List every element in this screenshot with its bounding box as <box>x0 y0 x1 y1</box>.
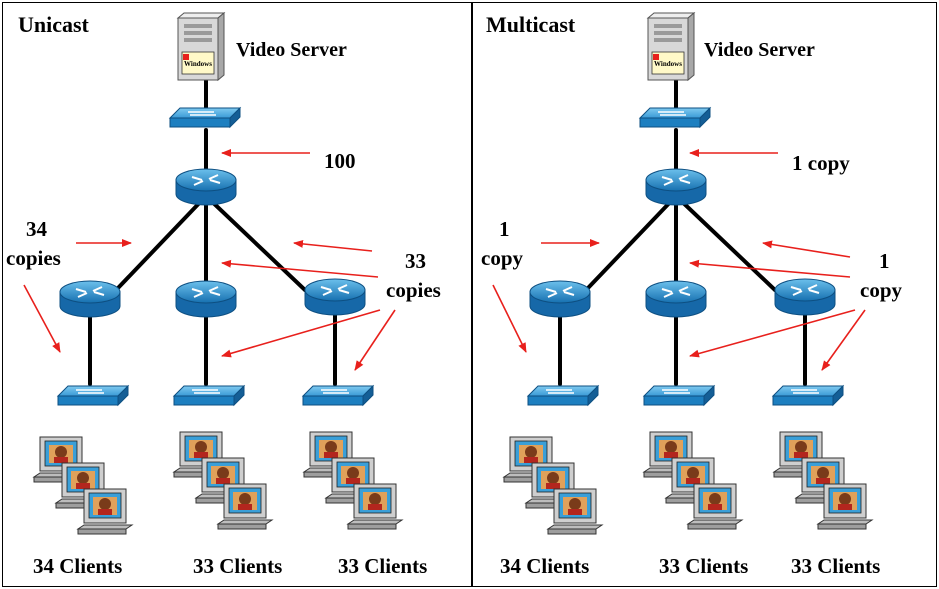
unicast-right-label-line2: copies <box>386 278 441 302</box>
unicast-title: Unicast <box>18 12 89 37</box>
unicast-mid-router-icon <box>175 280 237 318</box>
unicast-arrow-left-switch <box>23 284 61 353</box>
multicast-clients-label-2: 33 Clients <box>659 554 749 578</box>
unicast-clients-label-1: 34 Clients <box>33 554 123 578</box>
unicast-mid-switch-icon <box>172 384 246 407</box>
multicast-left-router-icon <box>529 280 591 318</box>
multicast-clients-right-pc-1 <box>772 431 830 478</box>
multicast-clients-left-pc-2 <box>524 462 582 509</box>
unicast-right-label-line1: 33 <box>405 249 426 273</box>
unicast-left-switch-icon <box>56 384 130 407</box>
multicast-arrow-mid-link <box>689 259 851 278</box>
multicast-arrow-left-switch <box>492 284 527 353</box>
unicast-core-router-icon <box>175 168 237 206</box>
unicast-clients-left-pc-3 <box>76 488 134 535</box>
multicast-left-switch-icon <box>526 384 600 407</box>
svg-text:Windows: Windows <box>184 60 212 68</box>
unicast-clients-right-pc-1 <box>302 431 360 478</box>
multicast-arrow-right-switch <box>821 309 866 371</box>
unicast-link-core-right <box>204 194 307 292</box>
multicast-right-router-icon <box>774 278 836 316</box>
multicast-core-router-icon <box>645 168 707 206</box>
multicast-server-icon: Windows <box>646 11 696 82</box>
multicast-arrow-mid-switch <box>689 309 856 358</box>
multicast-clients-label-3: 33 Clients <box>791 554 881 578</box>
multicast-left-label-line1: 1 <box>499 217 510 241</box>
multicast-mid-switch-icon <box>642 384 716 407</box>
multicast-left-label-line2: copy <box>481 246 523 270</box>
unicast-arrow-right-link <box>293 239 373 252</box>
unicast-server-icon: Windows <box>176 11 226 82</box>
multicast-mid-router-icon <box>645 280 707 318</box>
multicast-clients-mid-pc-3 <box>686 483 744 530</box>
unicast-panel <box>2 2 473 587</box>
unicast-left-router-icon <box>59 280 121 318</box>
unicast-right-router-icon <box>304 278 366 316</box>
unicast-clients-label-3: 33 Clients <box>338 554 428 578</box>
unicast-clients-right-pc-3 <box>346 483 404 530</box>
unicast-arrow-mid-link <box>221 259 379 278</box>
multicast-link-core-left <box>586 194 678 290</box>
unicast-link-core-left <box>116 194 208 290</box>
unicast-top-label: 100 <box>324 149 356 173</box>
multicast-server-label: Video Server <box>704 39 815 61</box>
svg-text:Windows: Windows <box>654 60 682 68</box>
unicast-clients-label-2: 33 Clients <box>193 554 283 578</box>
multicast-clients-left-pc-3 <box>546 488 604 535</box>
unicast-arrow-mid-switch <box>221 309 381 358</box>
multicast-panel <box>471 2 937 587</box>
unicast-server-label: Video Server <box>236 39 347 61</box>
multicast-arrow-right-link <box>762 240 851 258</box>
unicast-left-label-line1: 34 <box>26 217 47 241</box>
multicast-right-switch-icon <box>771 384 845 407</box>
unicast-left-label-line2: copies <box>6 246 61 270</box>
multicast-clients-label-1: 34 Clients <box>500 554 590 578</box>
unicast-right-switch-icon <box>301 384 375 407</box>
multicast-top-label: 1 copy <box>792 151 850 175</box>
multicast-top-switch-icon <box>638 106 712 129</box>
multicast-right-label-line1: 1 <box>879 249 890 273</box>
multicast-link-core-right <box>674 194 777 292</box>
multicast-clients-mid-pc-2 <box>664 457 722 504</box>
multicast-title: Multicast <box>486 12 576 37</box>
unicast-clients-mid-pc-3 <box>216 483 274 530</box>
multicast-right-label-line2: copy <box>860 278 902 302</box>
unicast-arrow-right-switch <box>354 309 396 371</box>
unicast-top-switch-icon <box>168 106 242 129</box>
multicast-clients-right-pc-3 <box>816 483 874 530</box>
